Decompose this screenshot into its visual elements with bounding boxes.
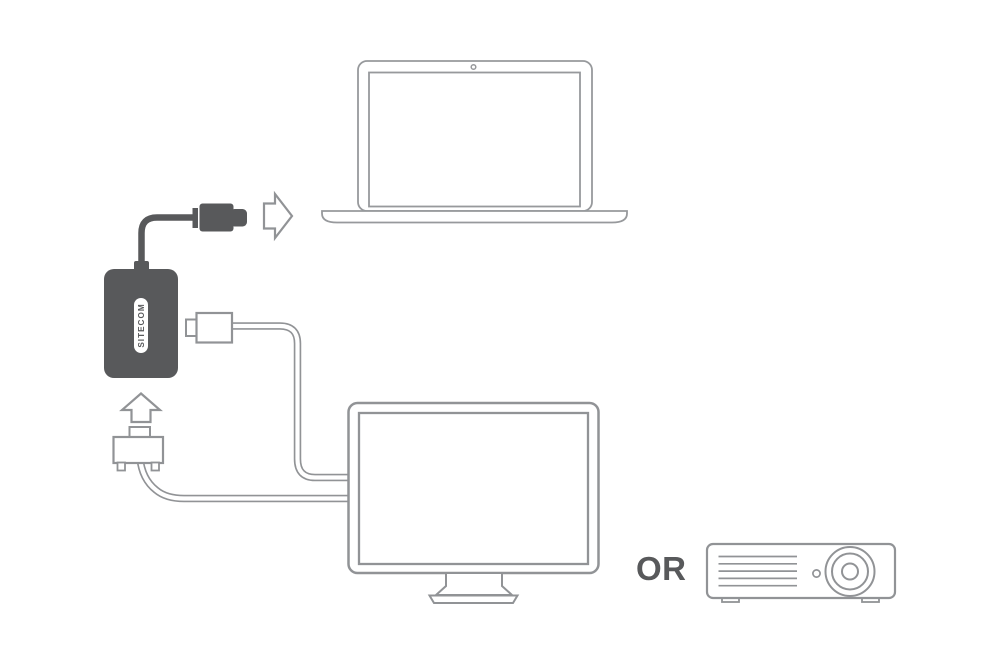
monitor-screen <box>357 411 590 566</box>
hdmi-plug-body <box>195 311 234 344</box>
monitor-stand-base <box>427 594 520 604</box>
vga-connector-body <box>112 435 165 465</box>
monitor <box>347 401 600 604</box>
arrow-up-icon <box>119 392 163 424</box>
vga-screw-left <box>116 461 126 472</box>
laptop-webcam-icon <box>470 63 477 71</box>
projector <box>705 542 897 603</box>
laptop <box>321 60 628 224</box>
projector-lens-inner <box>841 562 859 581</box>
vga-cable <box>112 426 350 503</box>
usb-c-collar <box>192 208 198 228</box>
hdmi-cable-cord-fill <box>230 323 350 480</box>
laptop-screen <box>368 71 581 208</box>
adapter: SITECOM <box>104 269 178 378</box>
usb-c-plug-body <box>199 203 234 232</box>
hdmi-plug-tip <box>185 318 198 337</box>
or-label: OR <box>636 550 687 587</box>
usb-c-plug-tip <box>230 209 247 227</box>
arrow-right-icon <box>262 190 294 242</box>
monitor-stand-neck <box>433 572 515 596</box>
adapter-brand-badge <box>134 298 148 353</box>
usb-c-cable-cord <box>138 214 196 266</box>
usb-c-strain-relief <box>134 261 149 271</box>
projector-vents <box>718 555 797 587</box>
adapter-brand-label: SITECOM <box>137 303 146 347</box>
projector-led-icon <box>812 569 821 578</box>
vga-cable-cord-fill <box>137 457 350 501</box>
hdmi-cable-cord-outline <box>230 322 350 482</box>
vga-screw-right <box>150 461 160 472</box>
laptop-base <box>321 210 628 224</box>
hdmi-cable <box>185 311 350 482</box>
usb-c-cable <box>134 203 247 271</box>
